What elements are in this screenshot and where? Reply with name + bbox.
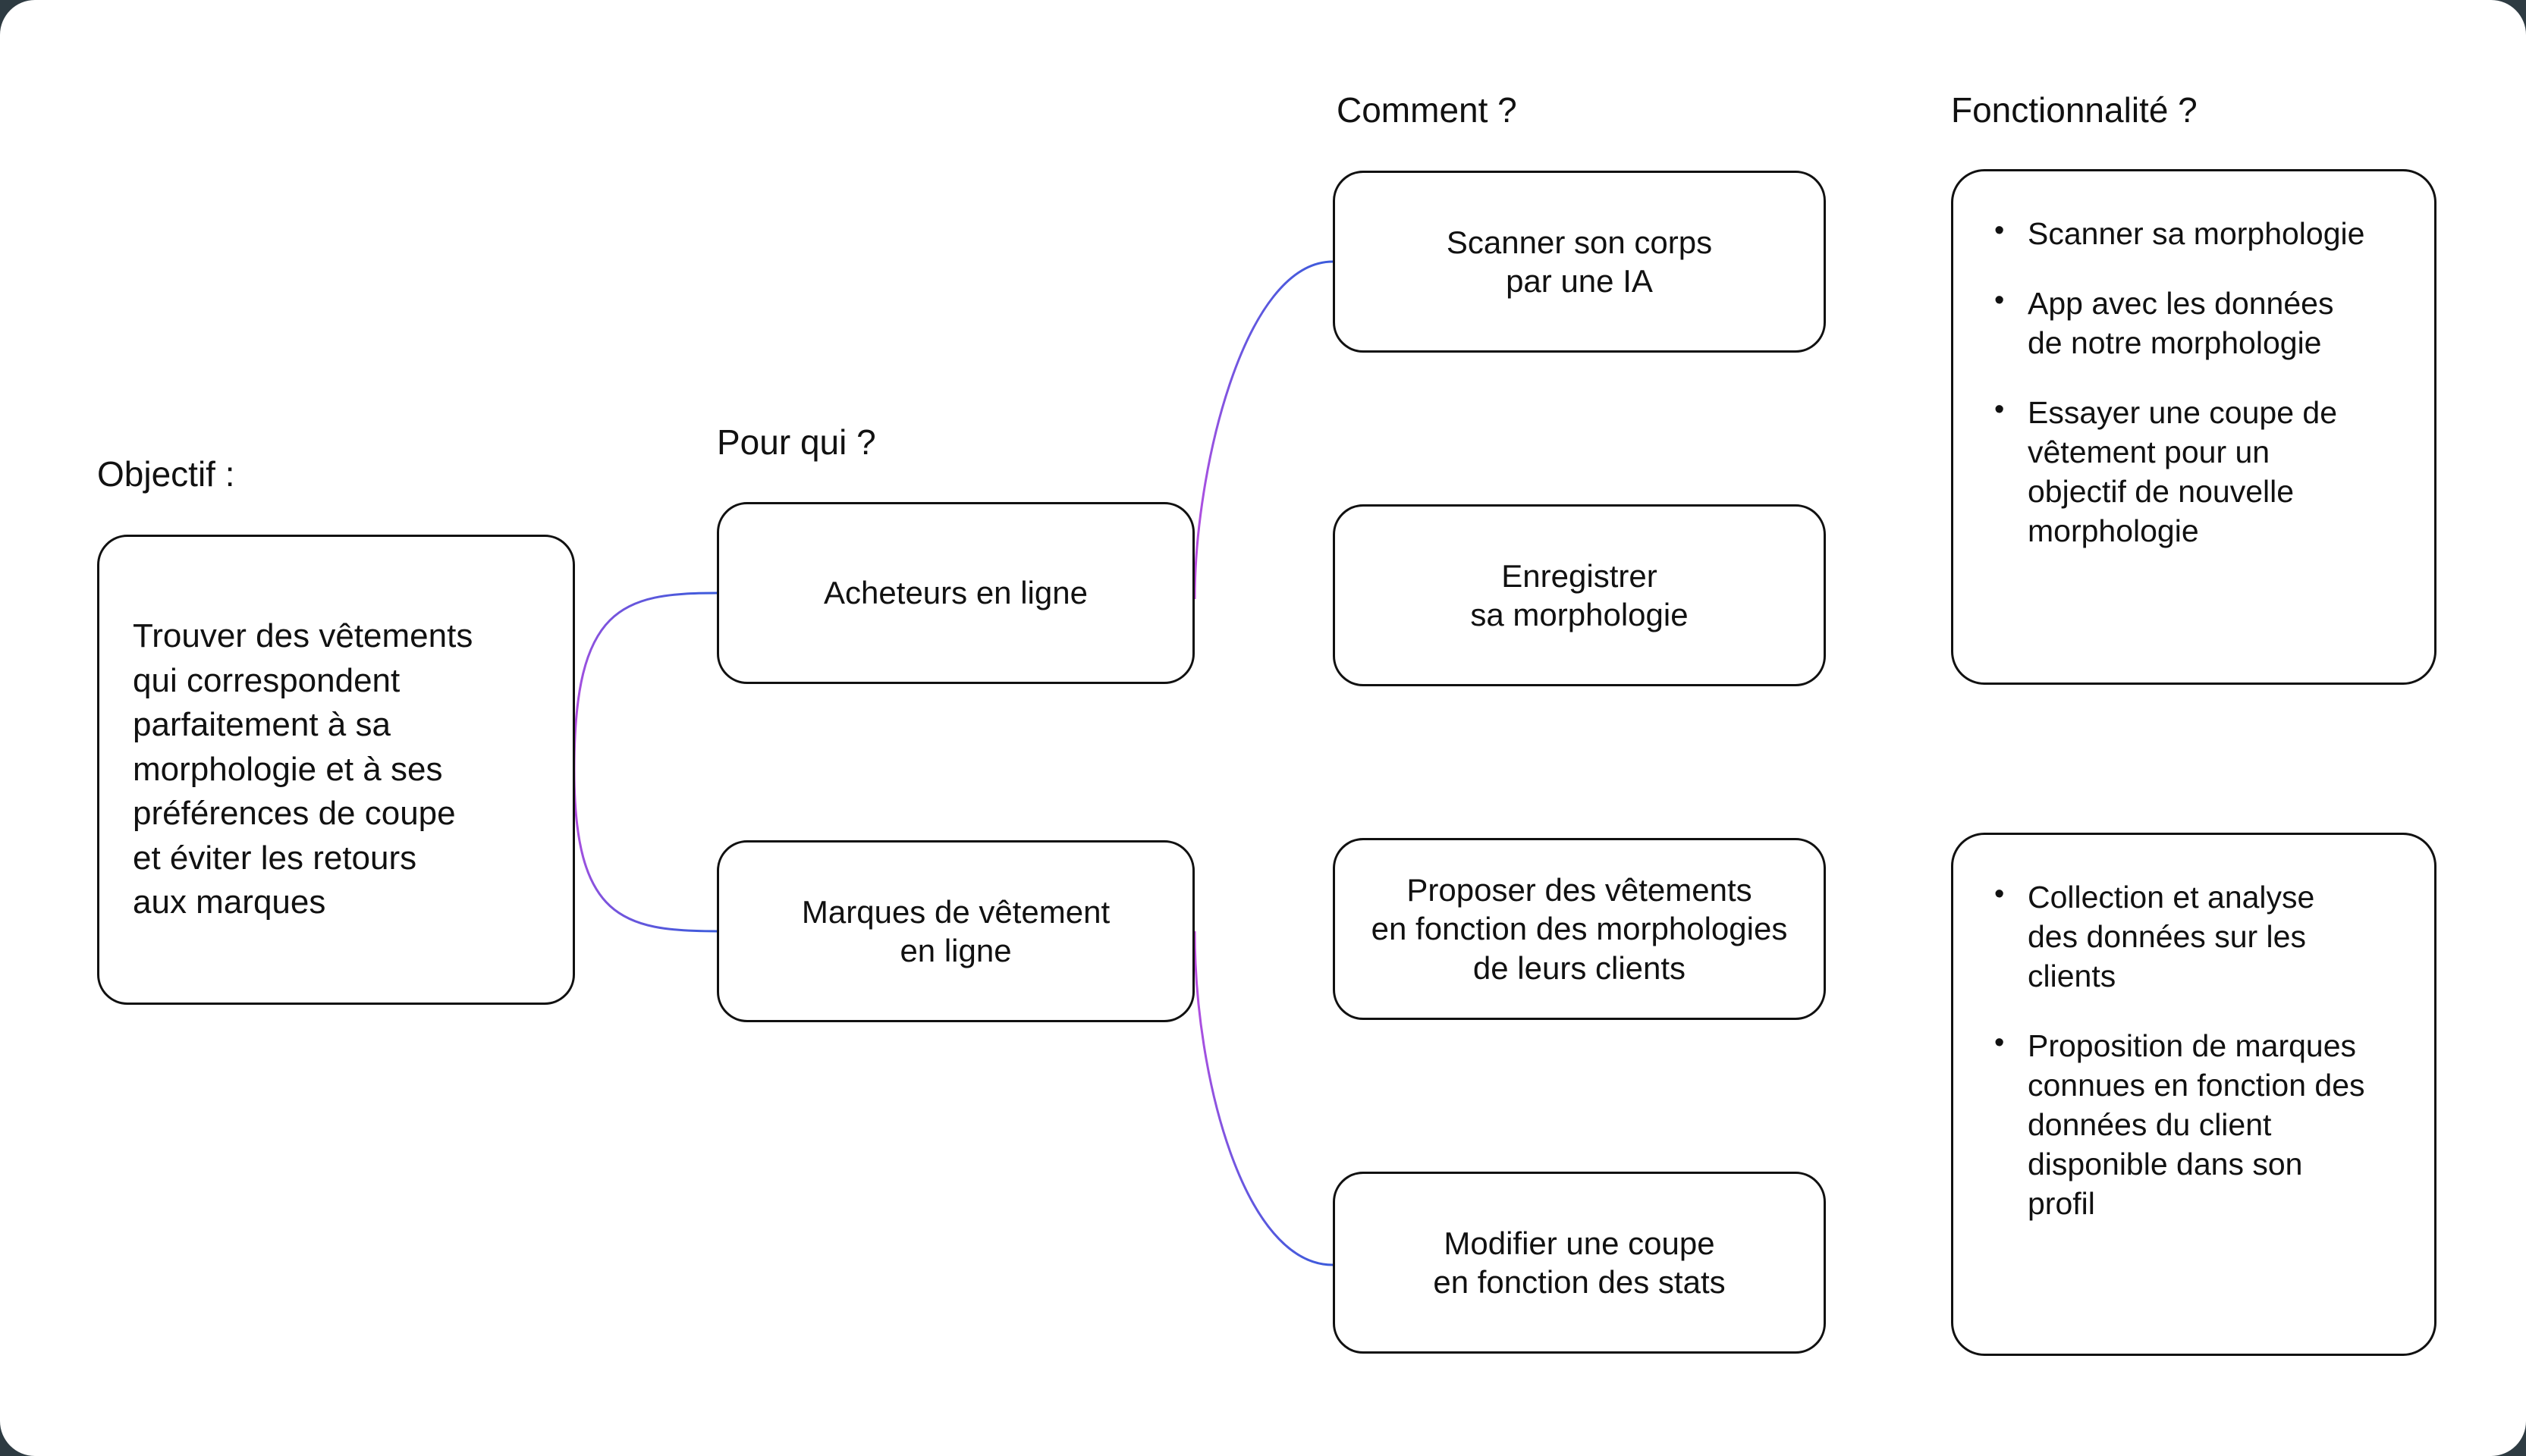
feature-bottom-bullet-list: Collection et analyse des données sur le… [1953,835,2434,1254]
list-item: App avec les données de notre morphologi… [1988,282,2404,362]
feature-top-bullet-list: Scanner sa morphologie App avec les donn… [1953,171,2434,581]
list-item: Proposition de marques connues en foncti… [1988,1025,2404,1223]
node-audience-marques[interactable]: Marques de vêtement en ligne [717,840,1195,1022]
node-how-scanner-corps[interactable]: Scanner son corps par une IA [1333,171,1826,353]
node-how-modifier-label: Modifier une coupe en fonction des stats [1433,1225,1726,1300]
column-title-feature: Fonctionnalité ? [1951,90,2198,130]
node-feature-list-top[interactable]: Scanner sa morphologie App avec les donn… [1951,169,2436,685]
node-objective[interactable]: Trouver des vêtements qui correspondent … [97,535,575,1005]
edge-audience-2-to-how-4 [1193,930,1334,1266]
node-objective-label: Trouver des vêtements qui correspondent … [133,617,473,921]
list-item: Scanner sa morphologie [1988,212,2404,253]
node-audience-acheteurs[interactable]: Acheteurs en ligne [717,502,1195,684]
column-title-objective: Objectif : [97,454,235,494]
node-how-scanner-corps-label: Scanner son corps par une IA [1446,224,1713,299]
list-item: Collection et analyse des données sur le… [1988,876,2404,996]
node-feature-list-bottom[interactable]: Collection et analyse des données sur le… [1951,833,2436,1356]
list-item: Essayer une coupe de vêtement pour un ob… [1988,391,2404,551]
column-title-how: Comment ? [1337,90,1517,130]
node-how-enregistrer-label: Enregistrer sa morphologie [1470,557,1689,632]
node-audience-acheteurs-label: Acheteurs en ligne [824,575,1088,611]
edge-objective-to-audience-2 [573,769,718,933]
node-how-proposer[interactable]: Proposer des vêtements en fonction des m… [1333,838,1826,1020]
column-title-audience: Pour qui ? [717,422,876,462]
node-how-modifier[interactable]: Modifier une coupe en fonction des stats [1333,1172,1826,1354]
node-how-proposer-label: Proposer des vêtements en fonction des m… [1371,872,1788,986]
edge-objective-to-audience-1 [573,592,718,770]
edge-audience-1-to-how-1 [1193,260,1334,600]
node-audience-marques-label: Marques de vêtement en ligne [801,893,1111,968]
node-how-enregistrer[interactable]: Enregistrer sa morphologie [1333,504,1826,686]
